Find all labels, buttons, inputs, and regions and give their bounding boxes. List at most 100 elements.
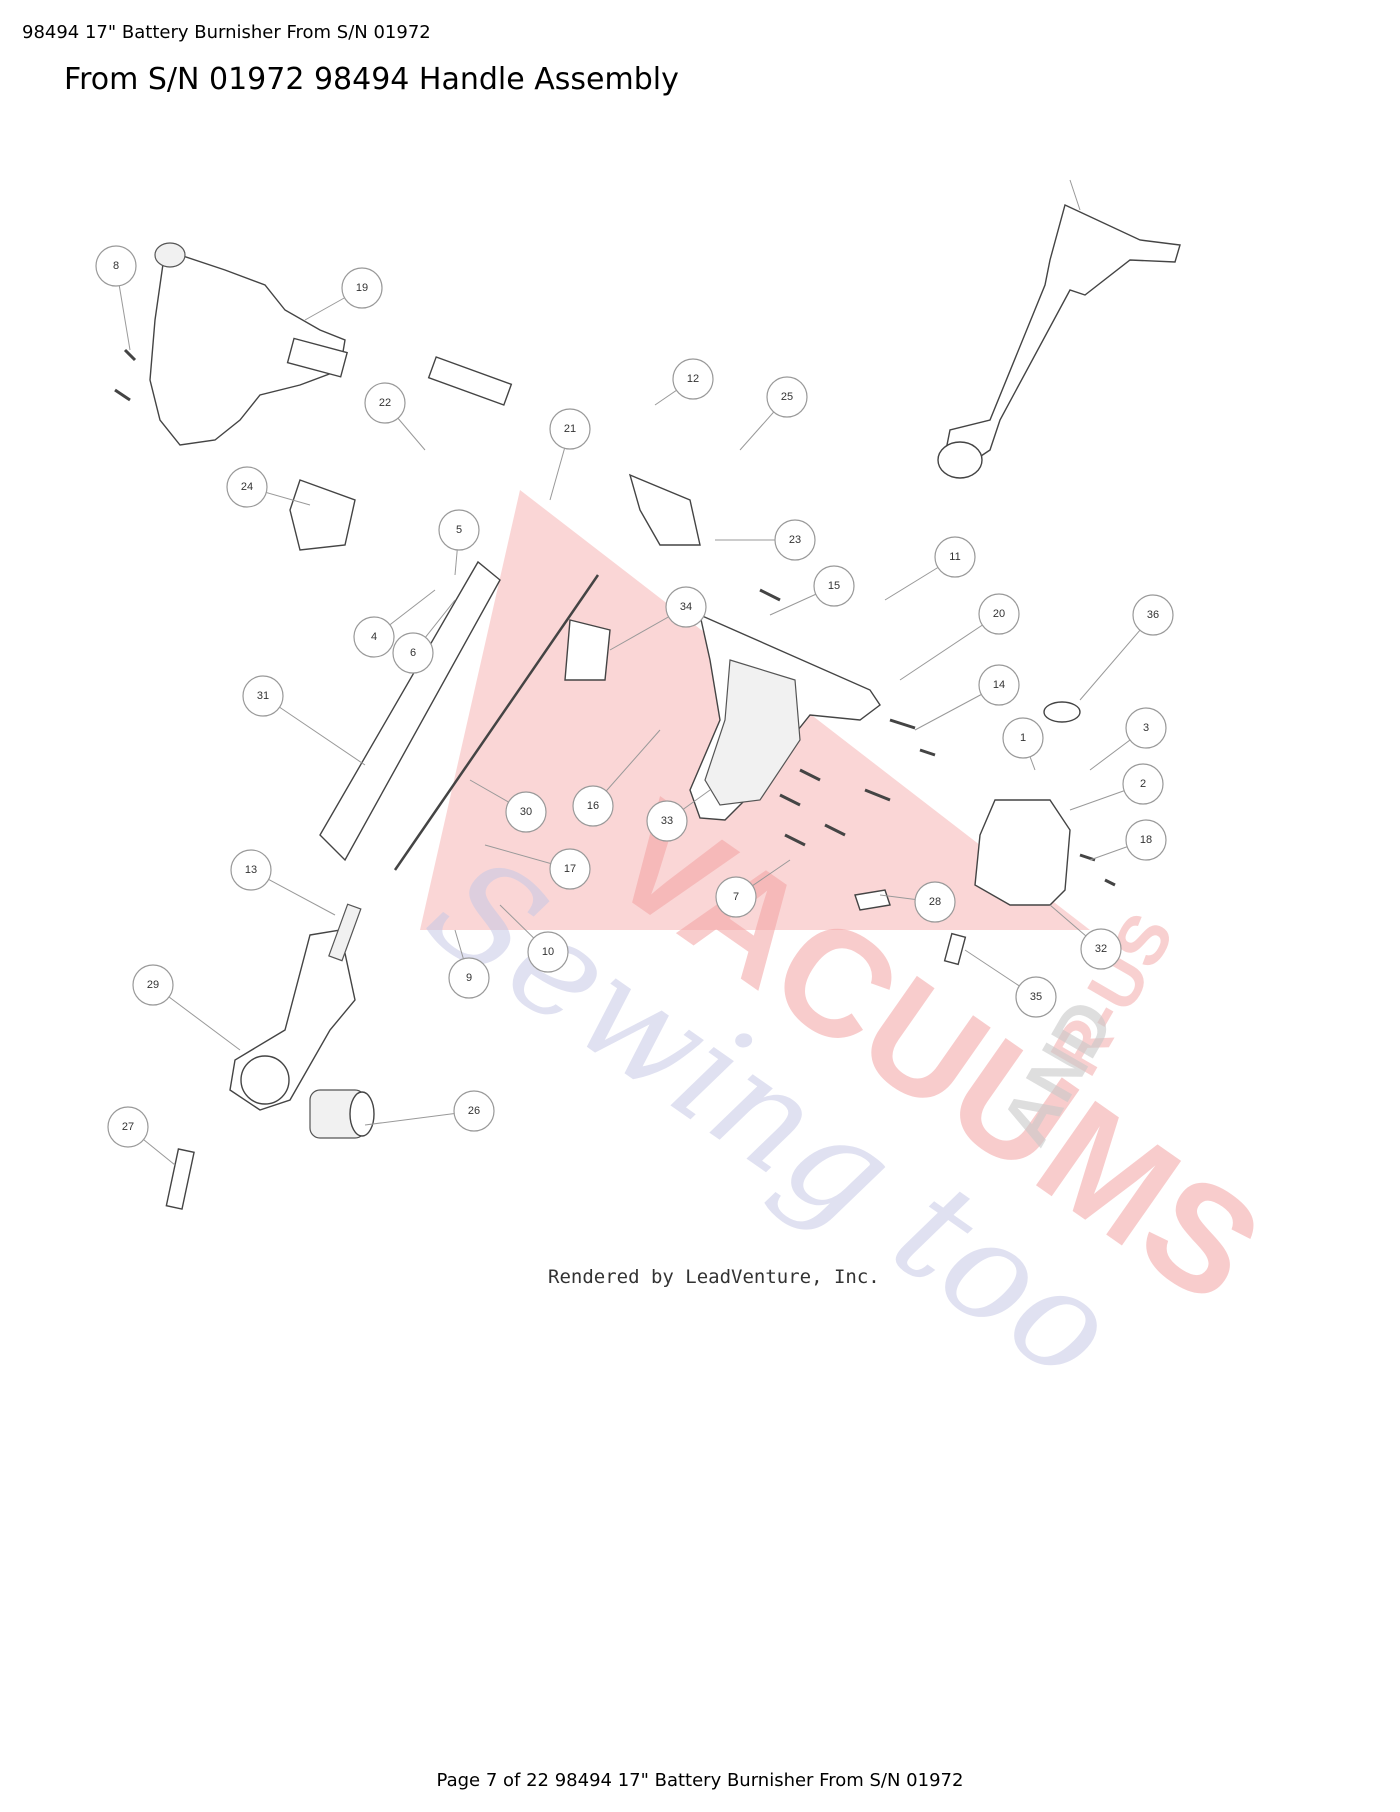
parts [114, 179, 1181, 1210]
callout-number: 17 [564, 863, 576, 875]
callout-number: 19 [356, 282, 368, 294]
callout-number: 1 [1020, 732, 1026, 744]
connector-35 [943, 932, 967, 966]
callout-circle [774, 519, 816, 561]
callout-1: 1 [1002, 717, 1044, 759]
callout-number: 15 [828, 580, 840, 592]
callout-number: 6 [410, 647, 416, 659]
callout-26: 26 [453, 1090, 495, 1132]
switch-block [427, 356, 513, 406]
callout-20: 20 [978, 593, 1020, 635]
callout-circle [672, 358, 714, 400]
callout-29: 29 [132, 964, 174, 1006]
callout-circle [572, 785, 614, 827]
bracket-24 [289, 479, 356, 551]
callout-number: 32 [1095, 943, 1107, 955]
callout-number: 35 [1030, 991, 1042, 1003]
callout-12: 12 [672, 358, 714, 400]
callout-16: 16 [572, 785, 614, 827]
callout-number: 31 [257, 690, 269, 702]
callout-circle [438, 509, 480, 551]
callout-7: 7 [715, 876, 757, 918]
callout-circle [364, 382, 406, 424]
bracket-34 [564, 619, 611, 681]
callout-number: 20 [993, 608, 1005, 620]
callout-30: 30 [505, 791, 547, 833]
callout-number: 13 [245, 864, 257, 876]
callout-34: 34 [665, 586, 707, 628]
callout-27: 27 [107, 1106, 149, 1148]
callout-circle [1002, 717, 1044, 759]
callout-number: 25 [781, 391, 793, 403]
callout-3: 3 [1125, 707, 1167, 749]
callout-4: 4 [353, 616, 395, 658]
callout-14: 14 [978, 664, 1020, 706]
hub-36 [1043, 701, 1081, 723]
page-footer: Page 7 of 22 98494 17" Battery Burnisher… [436, 1770, 964, 1791]
callout-circle [646, 800, 688, 842]
callout-10: 10 [527, 931, 569, 973]
callout-17: 17 [549, 848, 591, 890]
knob-26 [309, 1089, 375, 1139]
callout-circle [132, 964, 174, 1006]
callout-number: 24 [241, 481, 253, 493]
callout-circle [107, 1106, 149, 1148]
callout-13: 13 [230, 849, 272, 891]
page-title: From S/N 01972 98494 Handle Assembly [64, 62, 679, 97]
fasteners [114, 348, 1116, 887]
callout-number: 5 [456, 524, 462, 536]
callout-number: 26 [468, 1105, 480, 1117]
callout-number: 8 [113, 260, 119, 272]
callout-number: 2 [1140, 778, 1146, 790]
callout-19: 19 [341, 267, 383, 309]
callout-number: 10 [542, 946, 554, 958]
right-housing [974, 799, 1071, 906]
center-cover [704, 659, 801, 806]
callout-33: 33 [646, 800, 688, 842]
callout-circle [453, 1090, 495, 1132]
callout-24: 24 [226, 466, 268, 508]
pin-27 [165, 1148, 195, 1210]
callout-number: 9 [466, 972, 472, 984]
callout-number: 27 [122, 1121, 134, 1133]
callout-32: 32 [1080, 928, 1122, 970]
callout-21: 21 [549, 408, 591, 450]
callout-circle [914, 881, 956, 923]
callout-5: 5 [438, 509, 480, 551]
spring-13 [328, 903, 362, 962]
callout-25: 25 [766, 376, 808, 418]
callout-circle [1080, 928, 1122, 970]
callout-31: 31 [242, 675, 284, 717]
callout-28: 28 [914, 881, 956, 923]
callout-number: 34 [680, 601, 692, 613]
callout-number: 30 [520, 806, 532, 818]
callout-number: 16 [587, 800, 599, 812]
callout-circle [242, 675, 284, 717]
callout-circle [226, 466, 268, 508]
callout-number: 3 [1143, 722, 1149, 734]
callout-number: 21 [564, 423, 576, 435]
callout-8: 8 [95, 245, 137, 287]
callout-circle [505, 791, 547, 833]
callout-circle [549, 408, 591, 450]
callout-number: 18 [1140, 834, 1152, 846]
callout-number: 23 [789, 534, 801, 546]
callout-circle [527, 931, 569, 973]
callout-circle [95, 245, 137, 287]
callout-circle [934, 536, 976, 578]
callout-36: 36 [1132, 594, 1174, 636]
callout-number: 28 [929, 896, 941, 908]
callout-35: 35 [1015, 976, 1057, 1018]
render-credit: Rendered by LeadVenture, Inc. [548, 1266, 880, 1288]
callout-circle [1132, 594, 1174, 636]
callout-number: 22 [379, 397, 391, 409]
grip-housing [149, 242, 349, 446]
callout-circle [392, 632, 434, 674]
callout-9: 9 [448, 957, 490, 999]
callout-22: 22 [364, 382, 406, 424]
callout-circle [341, 267, 383, 309]
callout-circle [715, 876, 757, 918]
assembled-handle-view [937, 179, 1181, 479]
callout-15: 15 [813, 565, 855, 607]
